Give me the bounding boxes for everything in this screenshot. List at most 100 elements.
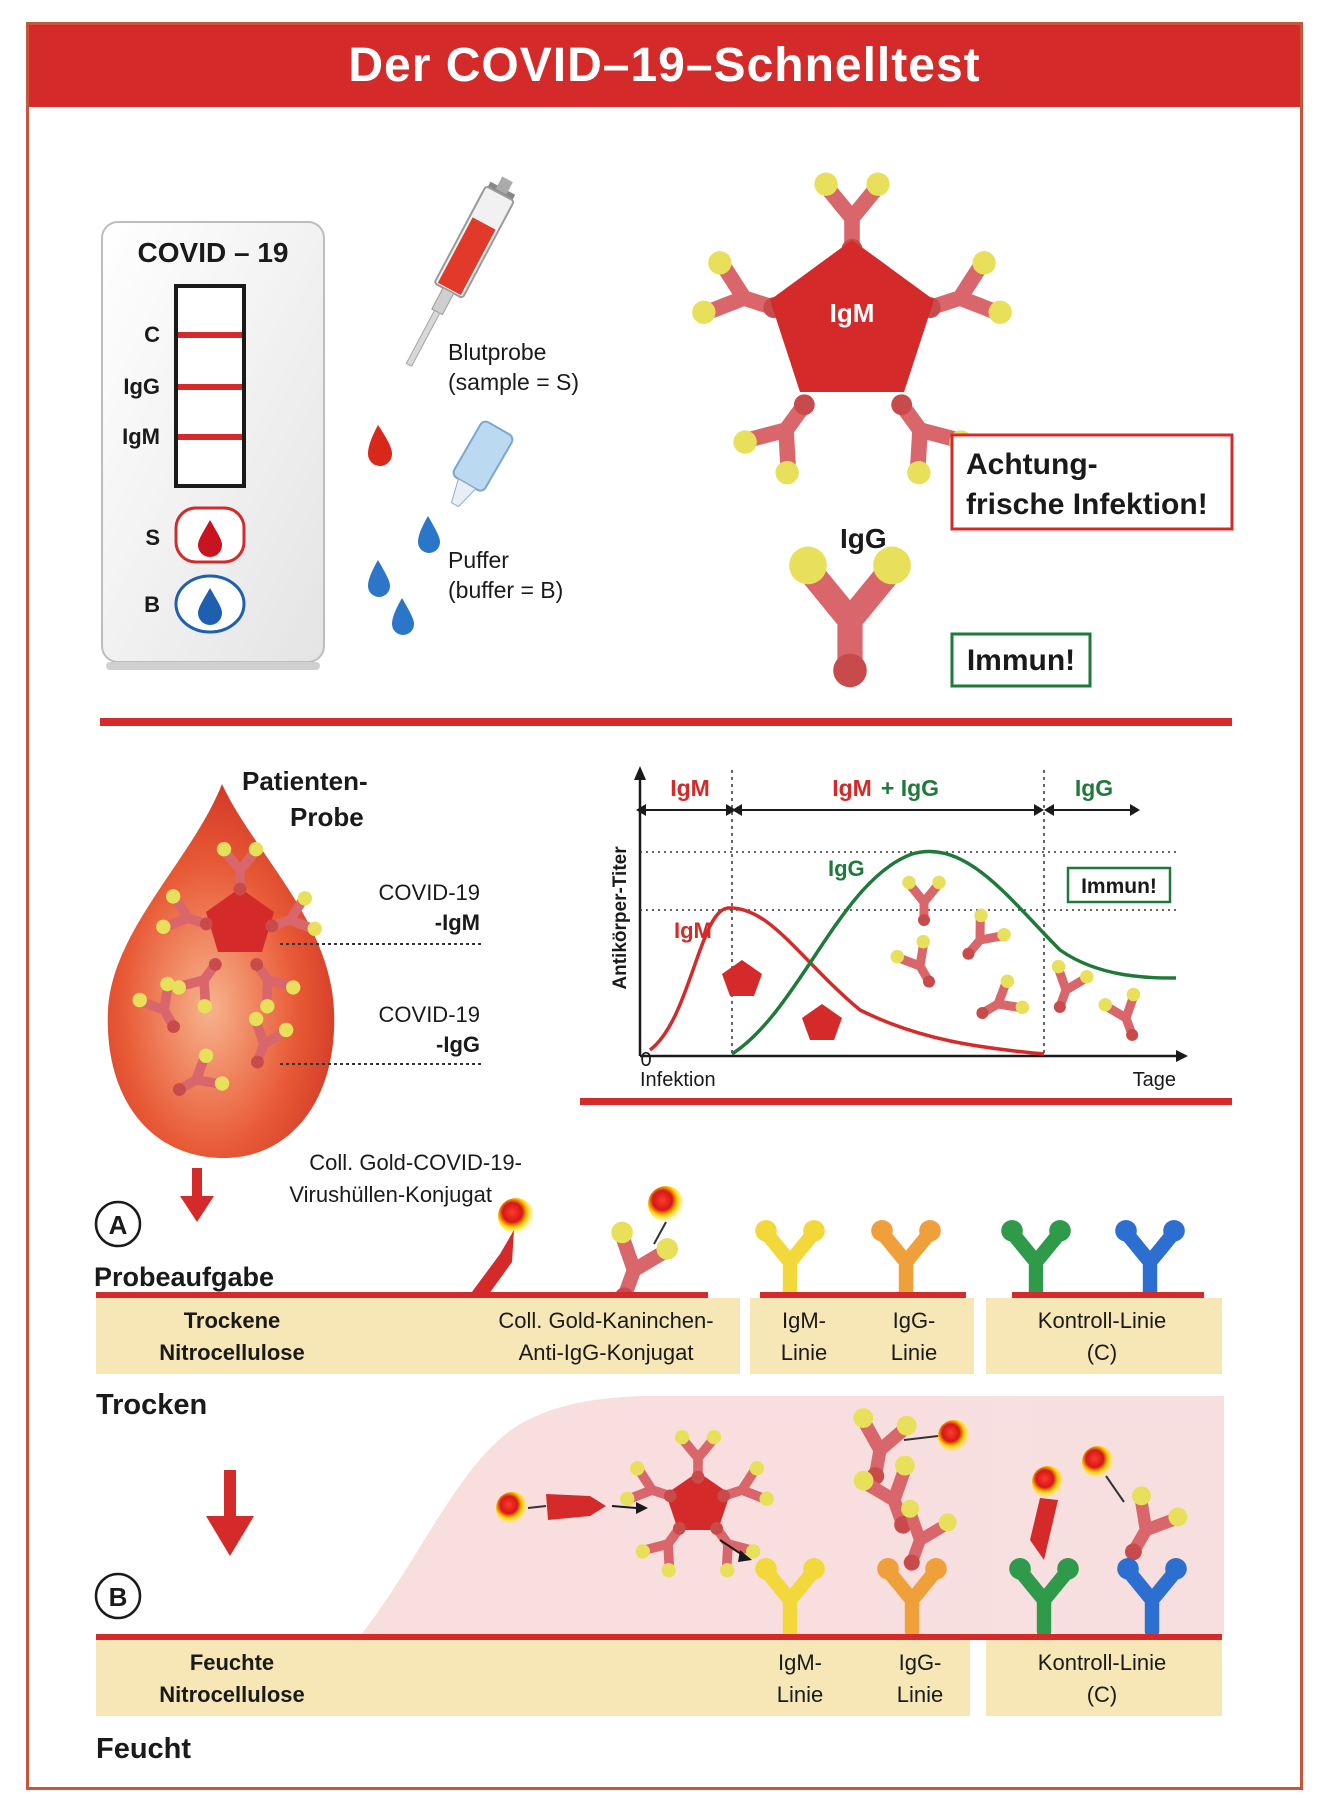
rabbit-conjugate-label-2: Anti-IgG-Konjugat [519,1340,694,1365]
gold-particle-icon [648,1186,684,1222]
cassette-label-c: C [144,322,160,347]
chart-underline [580,1098,1232,1105]
buffer-label: Puffer [448,547,509,573]
patient-sample-subtitle: Probe [290,802,364,832]
cassette-label-igm: IgM [122,424,160,449]
wet-membrane-label-1: Feuchte [190,1650,274,1675]
igg-monomer-illustration [789,547,911,688]
control-line [178,332,242,338]
poster-title: Der COVID–19–Schnelltest [29,25,1300,107]
buffer-drop-icon [368,560,390,597]
wet-igg-line-label-2: Linie [897,1682,943,1707]
control-antibody-green-icon [1001,1220,1071,1293]
cassette-label-igg: IgG [123,374,160,399]
igg-line [178,384,242,390]
igm-line [178,434,242,440]
fresh-infection-box [950,433,1234,531]
igg-curve [731,849,1177,1056]
igm-pentamer-illustration: IgM [689,173,1015,489]
rabbit-conjugate-label-1: Coll. Gold-Kaninchen- [498,1308,713,1333]
gold-conjugate-label-2: Virushüllen-Konjugat [289,1182,492,1207]
phase-igm-igg-label-a: IgM [832,775,872,801]
dry-control-label-1: Kontroll-Linie [1038,1308,1166,1333]
step-b-marker [94,1572,142,1620]
cassette-label-b: B [144,592,160,617]
chart-immune-label: Immun! [1081,875,1157,898]
igm-pentamer-core [666,1472,730,1530]
step-a-label: Probeaufgabe [94,1262,274,1292]
blood-drop-icon [368,425,392,466]
wet-membrane-band [96,1640,970,1716]
control-antibody-blue-icon [1115,1220,1185,1293]
dry-membrane-band [96,1298,740,1374]
immune-box [950,632,1092,688]
chart-zero-label: 0 [640,1049,651,1071]
wet-igg-line-label-1: IgG- [899,1650,942,1675]
antibody-titer-chart: IgM IgM + IgG IgG IgM IgG Immun! 0 Infek… [610,766,1188,1091]
dry-igm-line-label-1: IgM- [782,1308,826,1333]
wet-control-band [986,1640,1222,1716]
dry-igg-line-label-2: Linie [891,1340,937,1365]
virus-envelope-icon [466,1230,514,1300]
test-cassette: COVID – 19 C IgG IgM S B [101,221,325,670]
immune-label: Immun! [967,644,1075,677]
chart-x-end-label: Tage [1133,1069,1176,1091]
buffer-sublabel: (buffer = B) [448,577,563,603]
patient-igm-label-1: COVID-19 [379,880,480,905]
dry-control-band [986,1298,1222,1374]
dry-state-label: Trocken [96,1389,207,1421]
buffer-drop-icon [392,598,414,635]
water-drop-icon [198,588,222,625]
igm-curve-label: IgM [674,918,712,943]
phase-igm-label: IgM [670,775,710,801]
igg-curve-label: IgG [828,856,865,881]
igg-label: IgG [840,523,887,554]
wet-control-label-2: (C) [1087,1682,1118,1707]
cassette-heading: COVID – 19 [138,237,289,268]
patient-igg-label-2: -IgG [436,1032,480,1057]
phase-igg-label: IgG [1075,775,1113,801]
dry-test-band [750,1298,974,1374]
dry-igm-line-label-2: Linie [781,1340,827,1365]
patient-sample-drop [107,784,335,1159]
gold-particle-icon [1082,1446,1114,1478]
chart-y-axis-label: Antikörper-Titer [610,846,631,990]
virus-envelope-icon [546,1494,606,1520]
igm-curve [648,906,1045,1056]
dry-membrane-label-1: Trockene [184,1308,281,1333]
wet-flow-region [360,1396,1224,1636]
cassette-label-s: S [145,525,160,550]
buffer-drop-icon [418,516,440,553]
dry-control-label-2: (C) [1087,1340,1118,1365]
anti-igm-antibody-icon [755,1220,825,1293]
buffer-bottle-icon [450,420,514,508]
syringe-icon [405,176,516,367]
blood-sample-sublabel: (sample = S) [448,369,579,395]
wet-membrane-label-2: Nitrocellulose [159,1682,304,1707]
igm-pentamer-label: IgM [830,298,875,328]
gold-conjugate-label-1: Coll. Gold-COVID-19- [309,1150,522,1175]
gold-particle-icon [498,1198,534,1234]
patient-igm-label-2: -IgM [435,910,480,935]
dry-membrane-label-2: Nitrocellulose [159,1340,304,1365]
chart-immune-box [1066,866,1172,904]
wet-state-label: Feucht [96,1733,191,1765]
dry-igg-line-label-1: IgG- [893,1308,936,1333]
gold-particle-icon [1032,1466,1064,1498]
patient-sample-title: Patienten- [242,766,368,796]
step-a-letter: A [109,1210,128,1240]
gold-particle-icon [938,1420,970,1452]
virus-envelope-icon [1030,1498,1058,1560]
wet-igm-line-label-2: Linie [777,1682,823,1707]
phase-igm-igg-label-b: + IgG [881,775,939,801]
fresh-infection-line2: frische Infektion! [966,488,1208,521]
chart-x-start-label: Infektion [640,1069,716,1091]
wet-control-label-1: Kontroll-Linie [1038,1650,1166,1675]
anti-igg-antibody-icon [871,1220,941,1293]
step-a-marker [94,1200,142,1248]
fresh-infection-line1: Achtung- [966,448,1098,481]
patient-igg-label-1: COVID-19 [379,1002,480,1027]
step-b-letter: B [109,1582,128,1612]
blood-drop-icon [198,520,222,557]
